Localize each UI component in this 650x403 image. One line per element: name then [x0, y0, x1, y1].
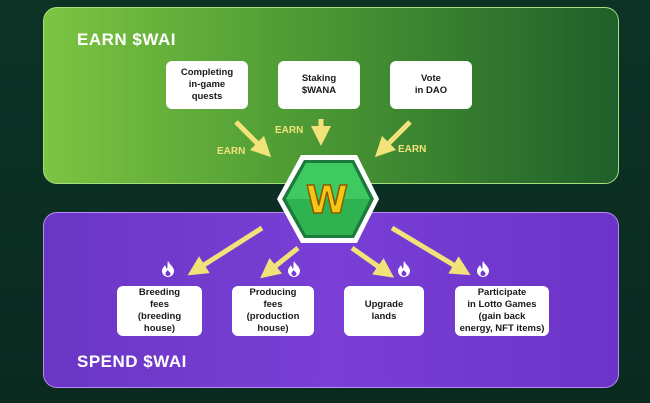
- earn-card-vote-label: Vote in DAO: [414, 73, 448, 96]
- earn-card-vote: Vote in DAO: [390, 61, 472, 109]
- spend-arrow-3: [350, 245, 395, 278]
- fire-icon: [398, 261, 410, 277]
- svg-text:W: W: [306, 178, 348, 222]
- wai-token-logo-icon: W: [277, 155, 379, 243]
- earn-arrow-left: [234, 120, 272, 158]
- earn-card-staking: Staking $WANA: [278, 61, 360, 109]
- spend-arrow-4: [390, 225, 471, 276]
- spend-card-lotto: Participate in Lotto Games (gain back en…: [455, 286, 549, 336]
- earn-title: EARN $WAI: [77, 30, 176, 49]
- spend-card-upgrade: Upgrade lands: [344, 286, 424, 336]
- earn-card-staking-label: Staking $WANA: [301, 73, 337, 96]
- spend-card-breeding: Breeding fees (breeding house): [117, 286, 202, 336]
- fire-icon: [162, 261, 174, 277]
- spend-card-producing-label: Producing fees (production house): [246, 287, 300, 334]
- earn-card-quests-label: Completing in-game quests: [180, 67, 234, 102]
- earn-arrow-right: [374, 120, 412, 158]
- spend-title: SPEND $WAI: [77, 352, 187, 371]
- spend-card-upgrade-label: Upgrade lands: [364, 299, 404, 322]
- spend-arrow-2: [260, 246, 300, 279]
- earn-label-center: EARN: [275, 125, 304, 136]
- earn-label-left: EARN: [217, 146, 246, 157]
- fire-icon: [477, 261, 489, 277]
- earn-label-right: EARN: [398, 144, 427, 155]
- fire-icon: [288, 261, 300, 277]
- spend-arrow-1: [187, 225, 264, 276]
- earn-card-quests: Completing in-game quests: [166, 61, 248, 109]
- spend-card-producing: Producing fees (production house): [232, 286, 314, 336]
- spend-card-lotto-label: Participate in Lotto Games (gain back en…: [459, 287, 545, 334]
- spend-card-breeding-label: Breeding fees (breeding house): [137, 287, 182, 334]
